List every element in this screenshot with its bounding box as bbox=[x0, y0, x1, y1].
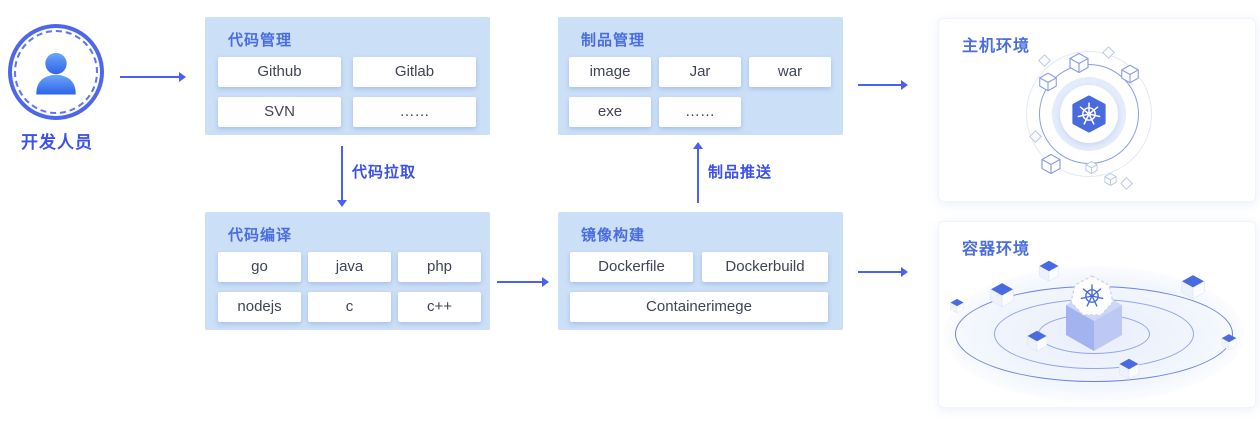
cube-icon bbox=[1039, 72, 1057, 92]
developer-avatar bbox=[8, 24, 104, 120]
arrow-compile-to-image-build bbox=[497, 277, 549, 287]
panel-title: 主机环境 bbox=[962, 38, 1031, 55]
arrow-image-build-to-container-env bbox=[858, 267, 908, 277]
item-dockerfile: Dockerfile bbox=[570, 252, 693, 282]
cube-icon bbox=[1085, 161, 1098, 174]
item-c: c bbox=[308, 292, 391, 322]
panel-container-environment: 容器环境 bbox=[938, 221, 1256, 408]
arrow-developer-to-code-mgmt bbox=[120, 72, 186, 82]
item-java: java bbox=[308, 252, 391, 282]
cube-icon bbox=[1041, 153, 1061, 175]
item-containerimege: Containerimege bbox=[570, 292, 828, 322]
container-cube-icon bbox=[1221, 334, 1237, 351]
item-dockerbuild: Dockerbuild bbox=[702, 252, 828, 282]
box-code-compile: 代码编译 go java php nodejs c c++ bbox=[205, 212, 490, 330]
cube-icon bbox=[1121, 64, 1139, 84]
kubernetes-icon bbox=[1072, 95, 1106, 133]
box-title: 制品管理 bbox=[581, 32, 646, 49]
flow-label-artifact-push: 制品推送 bbox=[708, 164, 773, 181]
item-jar: Jar bbox=[659, 57, 741, 87]
box-title: 代码管理 bbox=[228, 32, 293, 49]
user-icon bbox=[36, 52, 76, 95]
panel-title: 容器环境 bbox=[962, 241, 1031, 258]
box-title: 代码编译 bbox=[228, 227, 293, 244]
box-artifact-management: 制品管理 image Jar war exe …… bbox=[558, 17, 843, 135]
container-cube-icon bbox=[1118, 358, 1140, 380]
item-svn: SVN bbox=[218, 97, 341, 127]
item-more-artifact: …… bbox=[659, 97, 741, 127]
item-cpp: c++ bbox=[398, 292, 481, 322]
container-cube-icon bbox=[1038, 260, 1060, 282]
arrow-code-mgmt-to-compile bbox=[337, 146, 347, 207]
kubernetes-badge-icon bbox=[1070, 275, 1114, 316]
container-cube-icon bbox=[1181, 275, 1205, 300]
arrow-artifact-to-host-env bbox=[858, 80, 908, 90]
box-code-management: 代码管理 Github Gitlab SVN …… bbox=[205, 17, 490, 135]
developer-label: 开发人员 bbox=[21, 133, 93, 152]
item-more-code: …… bbox=[353, 97, 476, 127]
cube-icon bbox=[1104, 173, 1117, 186]
item-nodejs: nodejs bbox=[218, 292, 301, 322]
item-go: go bbox=[218, 252, 301, 282]
arrow-image-build-to-artifact bbox=[693, 142, 703, 203]
orbit-ring-outer bbox=[1026, 51, 1152, 177]
container-cube-icon bbox=[950, 298, 964, 314]
container-cube-icon bbox=[990, 283, 1014, 308]
item-gitlab: Gitlab bbox=[353, 57, 476, 87]
box-image-build: 镜像构建 Dockerfile Dockerbuild Containerime… bbox=[558, 212, 843, 330]
item-image: image bbox=[569, 57, 651, 87]
container-cube-icon bbox=[1026, 330, 1048, 352]
cube-icon bbox=[1069, 52, 1089, 74]
panel-host-environment: 主机环境 bbox=[938, 18, 1256, 202]
item-github: Github bbox=[218, 57, 341, 87]
item-war: war bbox=[749, 57, 831, 87]
item-exe: exe bbox=[569, 97, 651, 127]
flow-label-code-pull: 代码拉取 bbox=[352, 164, 417, 181]
item-php: php bbox=[398, 252, 481, 282]
box-title: 镜像构建 bbox=[581, 227, 646, 244]
sparkle-icon bbox=[1120, 177, 1133, 190]
